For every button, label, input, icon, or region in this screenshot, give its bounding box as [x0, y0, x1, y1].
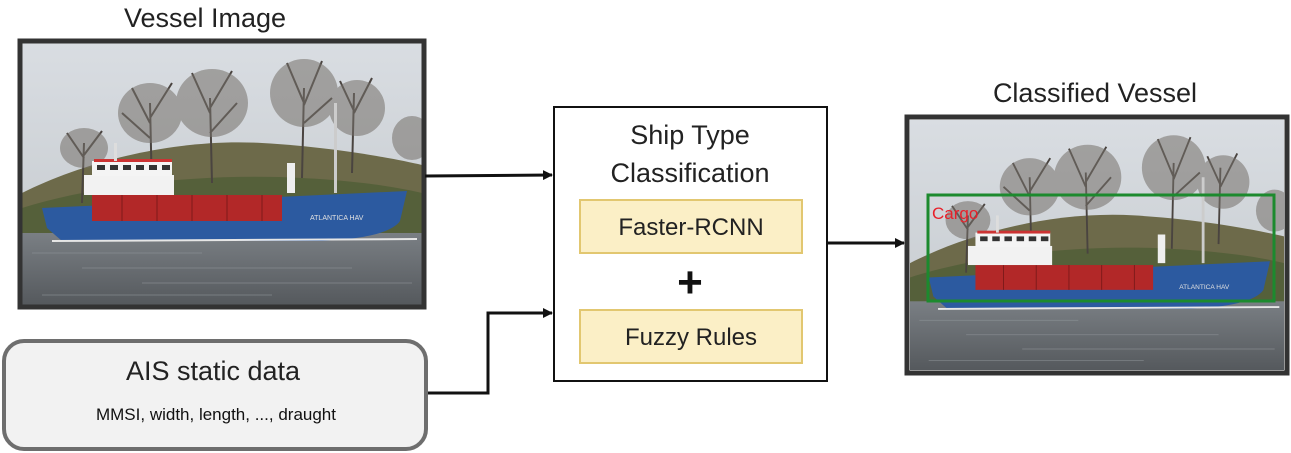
ais-title: AIS static data — [126, 356, 301, 386]
vessel-image-title: Vessel Image — [124, 3, 286, 33]
vessel-image-frame — [17, 38, 427, 310]
classified-vessel-title: Classified Vessel — [993, 78, 1197, 108]
classified-hull-text: ATLANTICA HAV — [1179, 284, 1230, 291]
arrow-ais-to-classifier — [428, 308, 553, 395]
detection-label: Cargo — [932, 204, 978, 223]
classifier-title-line2: Classification — [610, 158, 769, 188]
faster-rcnn-box — [579, 199, 803, 254]
ais-static-data-box — [2, 339, 428, 451]
fuzzy-rules-label: Fuzzy Rules — [625, 324, 757, 351]
ais-fields: MMSI, width, length, ..., draught — [96, 405, 336, 424]
classified-vessel-frame — [904, 114, 1290, 376]
faster-rcnn-label: Faster-RCNN — [618, 214, 763, 241]
fuzzy-rules-box — [579, 309, 803, 364]
arrow-image-to-classifier — [424, 170, 553, 181]
classifier-title-line1: Ship Type — [630, 120, 750, 150]
plus-sign: + — [677, 258, 703, 307]
detection-bounding-box — [926, 193, 1276, 303]
vessel-photo: ATLANTICA HAV — [22, 43, 422, 305]
vessel-hull-text: ATLANTICA HAV — [310, 215, 364, 222]
classified-vessel-photo: ATLANTICA HAV — [910, 120, 1284, 370]
